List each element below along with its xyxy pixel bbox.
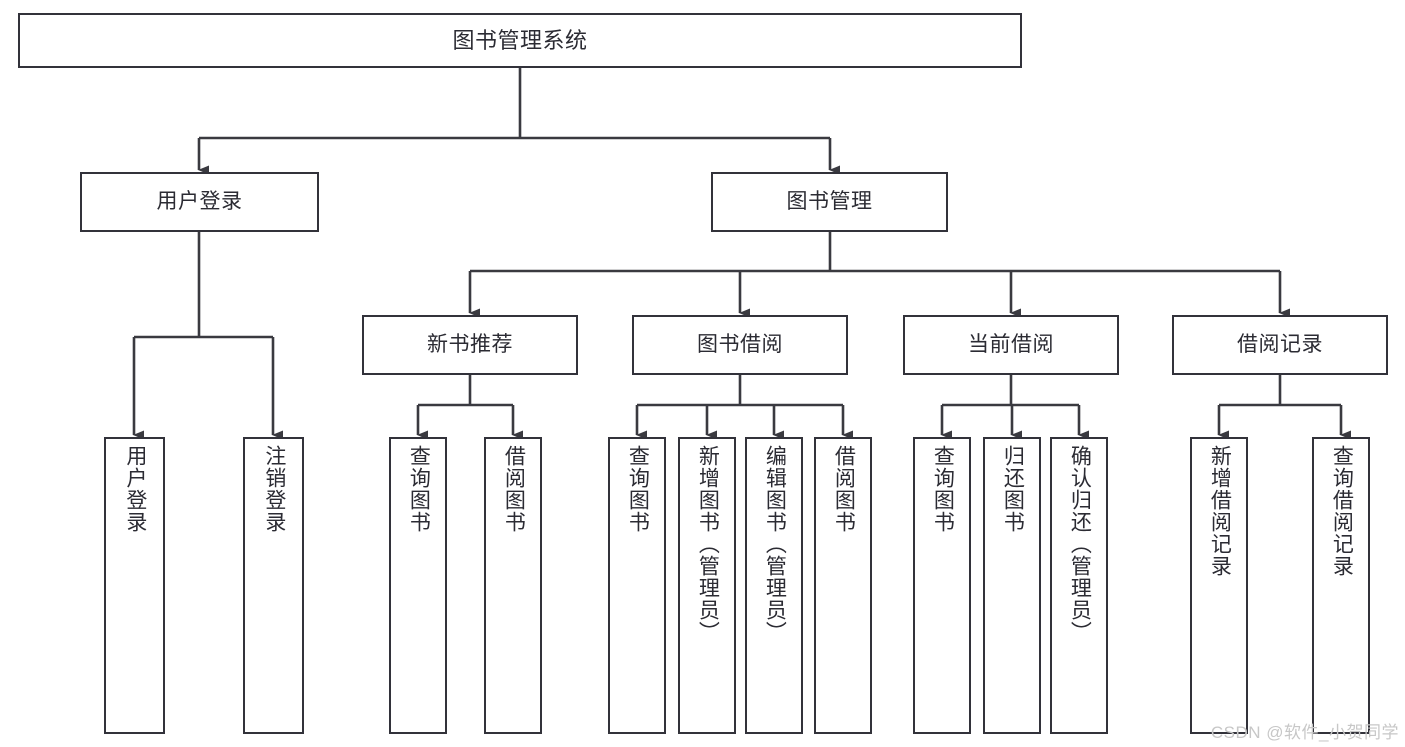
node-leaf-borrow-add-book[interactable]: 新增图书（管理员） [678, 437, 736, 734]
node-label: 用户登录 [123, 445, 147, 533]
node-leaf-borrow-borrow-book[interactable]: 借阅图书 [814, 437, 872, 734]
node-label: 编辑图书（管理员） [763, 445, 787, 643]
node-book-borrow[interactable]: 图书借阅 [632, 315, 848, 375]
node-current-borrow[interactable]: 当前借阅 [903, 315, 1119, 375]
node-label: 注销登录 [262, 445, 286, 533]
node-label: 用户登录 [156, 189, 243, 213]
node-label: 新书推荐 [427, 332, 513, 356]
node-label: 借阅记录 [1237, 332, 1323, 356]
node-label: 图书管理 [786, 189, 873, 213]
node-leaf-borrow-query-book[interactable]: 查询图书 [608, 437, 666, 734]
node-leaf-current-return-book[interactable]: 归还图书 [983, 437, 1041, 734]
node-borrow-record[interactable]: 借阅记录 [1172, 315, 1388, 375]
csdn-watermark: CSDN @软件_小贺同学 [1210, 723, 1399, 742]
node-label: 查询图书 [626, 445, 650, 533]
node-root[interactable]: 图书管理系统 [18, 13, 1022, 68]
node-leaf-rec-query-book[interactable]: 查询图书 [389, 437, 447, 734]
node-label: 借阅图书 [502, 445, 526, 533]
node-leaf-borrow-edit-book[interactable]: 编辑图书（管理员） [745, 437, 803, 734]
node-user-login[interactable]: 用户登录 [80, 172, 319, 232]
node-leaf-rec-borrow-book[interactable]: 借阅图书 [484, 437, 542, 734]
node-label: 当前借阅 [968, 332, 1054, 356]
node-label: 新增图书（管理员） [696, 445, 720, 643]
node-label: 图书管理系统 [452, 27, 588, 53]
node-label: 图书借阅 [697, 332, 783, 356]
node-label: 确认归还（管理员） [1068, 445, 1092, 643]
node-leaf-current-confirm-return[interactable]: 确认归还（管理员） [1050, 437, 1108, 734]
node-label: 查询图书 [931, 445, 955, 533]
node-label: 新增借阅记录 [1208, 445, 1232, 577]
node-leaf-user-login[interactable]: 用户登录 [104, 437, 165, 734]
node-leaf-record-add[interactable]: 新增借阅记录 [1190, 437, 1248, 734]
node-leaf-record-query[interactable]: 查询借阅记录 [1312, 437, 1370, 734]
node-label: 查询图书 [407, 445, 431, 533]
node-leaf-user-logout[interactable]: 注销登录 [243, 437, 304, 734]
node-label: 查询借阅记录 [1330, 445, 1354, 577]
node-leaf-current-query-book[interactable]: 查询图书 [913, 437, 971, 734]
node-new-book-recommend[interactable]: 新书推荐 [362, 315, 578, 375]
node-label: 借阅图书 [832, 445, 856, 533]
node-book-manage[interactable]: 图书管理 [711, 172, 948, 232]
node-label: 归还图书 [1001, 445, 1025, 533]
